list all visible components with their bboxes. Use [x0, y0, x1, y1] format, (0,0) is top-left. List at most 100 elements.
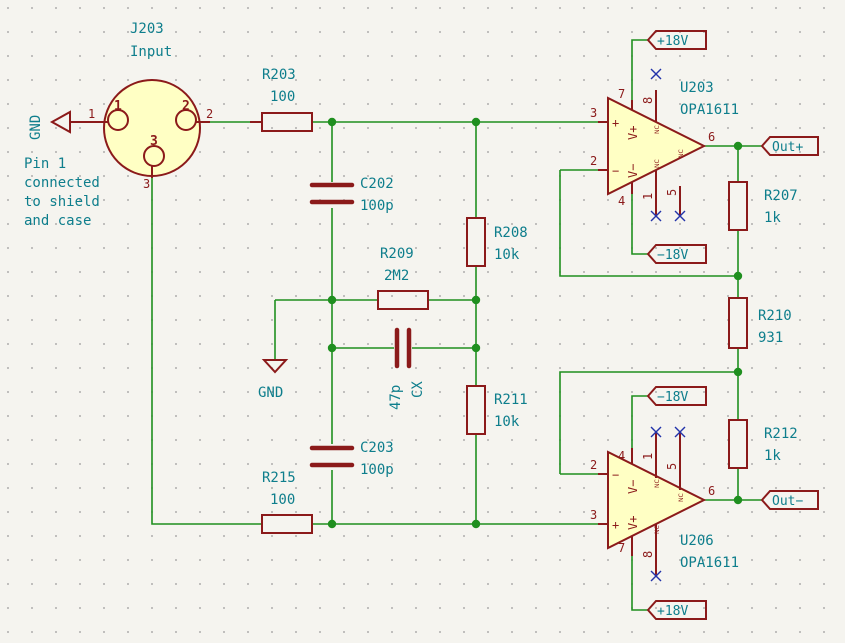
output-pos-text: Out+ — [772, 140, 803, 155]
u206-pin5: 5 — [665, 463, 679, 470]
r208-value: 10k — [494, 247, 520, 263]
r209-ref: R209 — [380, 246, 414, 262]
u203-pin2: 2 — [590, 154, 597, 168]
u206-nc-a: NC — [654, 479, 661, 488]
u206-vplus: V+ — [626, 516, 640, 530]
ground-symbol-left — [49, 110, 71, 134]
r207-value: 1k — [764, 210, 781, 226]
u206-pin8: 8 — [641, 551, 655, 558]
u203-value: OPA1611 — [680, 102, 739, 118]
power-label-neg-top — [646, 244, 707, 264]
junctions — [327, 117, 743, 529]
r207-ref: R207 — [764, 188, 798, 204]
resistor-r209 — [377, 290, 429, 310]
u206-nc-b: NC — [678, 493, 685, 502]
ground-symbol-mid — [261, 359, 289, 374]
pin1-note: Pin 1 connected to shield and case — [24, 156, 108, 229]
r212-value: 1k — [764, 448, 781, 464]
wires — [151, 39, 762, 611]
u206-value: OPA1611 — [680, 555, 739, 571]
resistor-r215 — [261, 514, 313, 534]
j203-ref: J203 — [130, 21, 164, 37]
power-pos-bottom-text: +18V — [657, 604, 688, 619]
u203-ref: U203 — [680, 80, 714, 96]
u206-pin2: 2 — [590, 458, 597, 472]
u206-pin6: 6 — [708, 484, 715, 498]
xlr-connector-j203: 1 2 3 1 2 3 — [70, 79, 213, 191]
note-line-1: Pin 1 — [24, 156, 66, 172]
cx-ref: CX — [410, 381, 426, 398]
power-neg-top-text: −18V — [657, 248, 688, 263]
j203-pin3-num: 3 — [143, 177, 150, 191]
j203-pin3-inner: 3 — [150, 134, 158, 149]
u203-nc-a: NC — [654, 125, 661, 134]
capacitor-cx — [394, 327, 412, 369]
gnd-label-left: GND — [28, 115, 44, 140]
c203-ref: C203 — [360, 440, 394, 456]
r215-value: 100 — [270, 492, 295, 508]
u206-pin1: 1 — [641, 453, 655, 460]
output-neg-text: Out− — [772, 494, 803, 509]
u206-pin7: 7 — [618, 541, 625, 555]
r212-ref: R212 — [764, 426, 798, 442]
u206-nc-c: NC — [654, 525, 661, 534]
r211-value: 10k — [494, 414, 520, 430]
opamp-u206 — [598, 426, 707, 582]
r215-ref: R215 — [262, 470, 296, 486]
power-label-pos-bottom — [646, 600, 707, 620]
u203-pin3: 3 — [590, 106, 597, 120]
u203-vplus: V+ — [626, 126, 640, 140]
u203-pin4: 4 — [618, 194, 625, 208]
u206-vminus: V− — [626, 480, 640, 494]
u203-pin1: 1 — [641, 193, 655, 200]
u206-pin4: 4 — [618, 449, 625, 463]
output-label-neg — [760, 490, 819, 510]
r203-ref: R203 — [262, 67, 296, 83]
u206-ref: U206 — [680, 533, 714, 549]
u203-plus: + — [612, 116, 619, 130]
note-line-3: to shield — [24, 194, 100, 210]
c202-value: 100p — [360, 198, 394, 214]
cx-value: 47p — [388, 385, 404, 410]
j203-value: Input — [130, 44, 172, 60]
u203-pin6: 6 — [708, 130, 715, 144]
u203-pin8: 8 — [641, 97, 655, 104]
output-label-pos — [760, 136, 819, 156]
j203-pin1-inner: 1 — [114, 99, 122, 114]
u203-nc-b: NC — [654, 159, 661, 168]
gnd-label-mid: GND — [258, 385, 283, 401]
j203-pin2-num: 2 — [206, 107, 213, 121]
u203-minus: − — [612, 164, 619, 178]
u203-pin7: 7 — [618, 87, 625, 101]
j203-pin2-inner: 2 — [182, 99, 190, 114]
c203-value: 100p — [360, 462, 394, 478]
r210-ref: R210 — [758, 308, 792, 324]
r203-value: 100 — [270, 89, 295, 105]
u206-plus: + — [612, 518, 619, 532]
opamp-u203 — [598, 68, 707, 222]
power-neg-bottom-text: −18V — [657, 390, 688, 405]
resistor-r203 — [250, 112, 313, 132]
r208-ref: R208 — [494, 225, 528, 241]
capacitor-c203 — [309, 445, 355, 468]
note-line-4: and case — [24, 213, 91, 229]
c202-ref: C202 — [360, 176, 394, 192]
note-line-2: connected — [24, 175, 100, 191]
resistor-r211 — [466, 385, 486, 435]
resistor-r207 — [728, 181, 748, 231]
resistor-r210 — [728, 297, 748, 349]
j203-pin1-num: 1 — [88, 107, 95, 121]
capacitor-c202 — [309, 182, 355, 205]
power-label-neg-bottom — [646, 386, 707, 406]
r209-value: 2M2 — [384, 268, 409, 284]
resistor-r208 — [466, 217, 486, 267]
r211-ref: R211 — [494, 392, 528, 408]
u206-pin3: 3 — [590, 508, 597, 522]
u203-nc-c: NC — [678, 149, 685, 158]
u203-pin5: 5 — [665, 189, 679, 196]
resistor-r212 — [728, 419, 748, 469]
u206-minus: − — [612, 468, 619, 482]
power-label-pos-top — [646, 30, 707, 50]
power-pos-top-text: +18V — [657, 34, 688, 49]
